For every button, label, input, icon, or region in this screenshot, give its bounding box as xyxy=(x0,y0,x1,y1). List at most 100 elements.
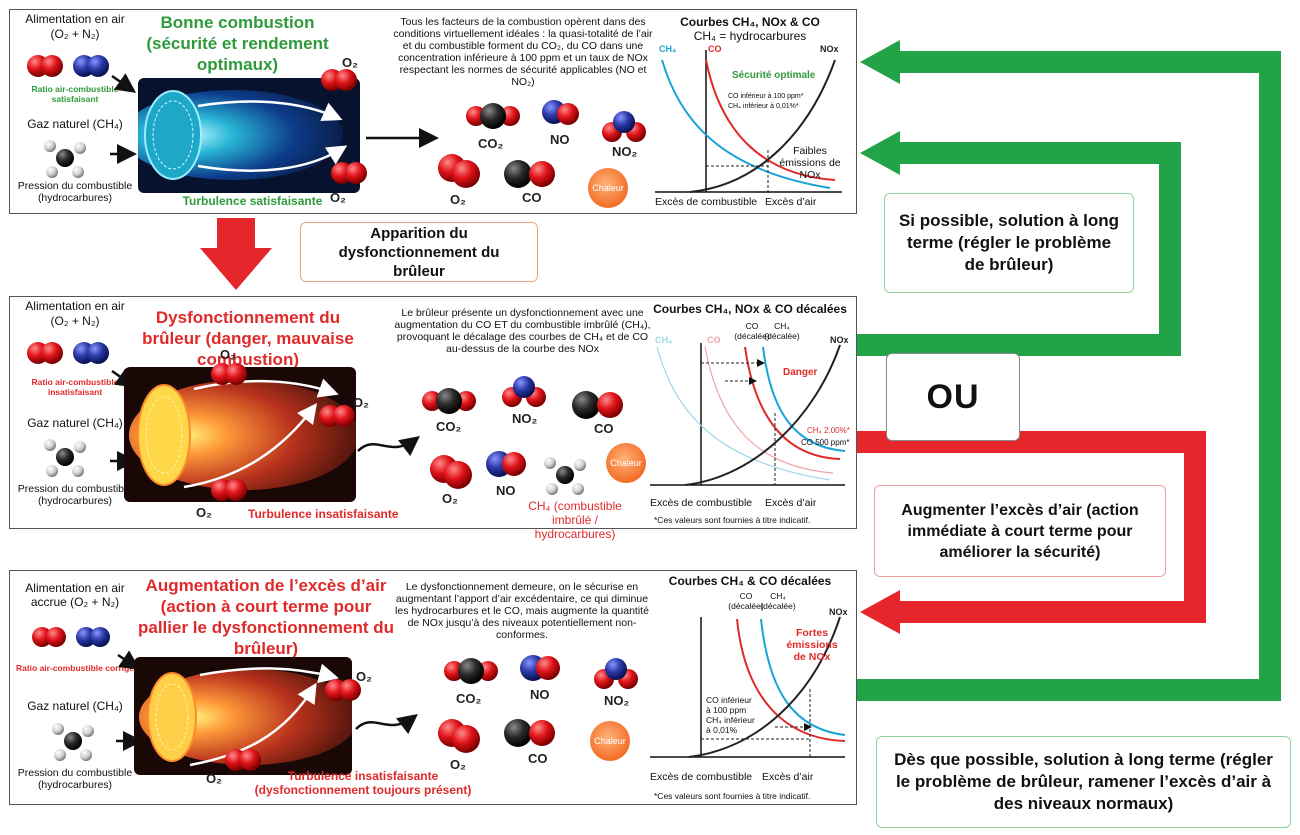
flame-orange xyxy=(134,657,352,775)
ch4-curve-original xyxy=(656,346,831,481)
panel-burner-malfunction: Alimentation en air (O₂ + N₂) Ratio air-… xyxy=(9,296,857,541)
air-molecules-icon xyxy=(27,55,109,77)
co-curve-label: CO xyxy=(708,44,722,54)
air-molecules-icon xyxy=(27,342,109,364)
heat-icon: Chaleur xyxy=(606,443,646,483)
panel-increased-excess-air: Alimentation en air accrue (O₂ + N₂) Rat… xyxy=(9,570,857,805)
methane-molecule-icon xyxy=(52,723,94,761)
o2-label: O₂ xyxy=(450,757,466,772)
xlabel-left: Excès de combustible xyxy=(650,497,753,509)
no-molecule-icon xyxy=(542,100,579,125)
methane-molecule-icon xyxy=(44,140,86,178)
no2-molecule-icon xyxy=(602,111,646,142)
note-co: CO 500 ppm* xyxy=(801,438,849,447)
green-arrowhead-top xyxy=(860,40,900,84)
ratio-label: Ratio air-combustible satisfaisant xyxy=(31,84,119,104)
no-label: NO xyxy=(530,687,550,702)
heat-icon: Chaleur xyxy=(588,168,628,208)
chart-title: Courbes CH₄ & CO décalées xyxy=(668,574,832,588)
panel-title: Bonne combustion (sécurité et rendement … xyxy=(146,13,329,74)
co-label: CO xyxy=(528,751,548,766)
flame-orange xyxy=(124,367,356,502)
chart-title: Courbes CH₄, NOx & CO xyxy=(680,15,820,29)
co-label: CO xyxy=(522,190,542,205)
note-nox: Faibles émissions de NOx xyxy=(779,145,841,181)
nox-curve xyxy=(684,344,841,486)
gas-label: Gaz naturel (CH₄) xyxy=(27,117,123,131)
callout-long-term: Si possible, solution à long terme (régl… xyxy=(884,193,1134,293)
description: Le brûleur présente un dysfonctionnement… xyxy=(394,307,651,355)
note-ch4: CH₄ inférieur à 0,01%* xyxy=(728,103,799,110)
note-co: CO inférieur à 100 ppm* xyxy=(728,93,804,100)
o2-molecule-flame-top xyxy=(211,363,247,385)
footnote: *Ces valeurs sont fournies à titre indic… xyxy=(654,515,811,525)
co-shifted-label: CO (décalée) xyxy=(728,591,764,611)
o2-molecule-icon xyxy=(438,154,480,188)
no2-label: NO₂ xyxy=(512,411,538,426)
co2-molecule-icon xyxy=(466,103,520,129)
co-curve-shifted xyxy=(736,618,846,742)
air-formula: (O₂ + N₂) xyxy=(50,27,100,41)
air-label: Alimentation en air xyxy=(25,299,125,313)
red-arrowhead xyxy=(860,590,900,634)
air-label: Alimentation en air xyxy=(25,12,125,26)
no2-label: NO₂ xyxy=(612,144,638,159)
no2-molecule-icon xyxy=(594,658,638,689)
turbulence-label: Turbulence satisfaisante xyxy=(182,194,323,208)
input-arrows xyxy=(110,73,137,164)
o2-molecule-icon xyxy=(438,719,480,753)
footnote: *Ces valeurs sont fournies à titre indic… xyxy=(654,791,811,801)
description: Le dysfonctionnement demeure, on le sécu… xyxy=(395,581,649,641)
heat-icon: Chaleur xyxy=(590,721,630,761)
o2-label-top: O₂ xyxy=(342,55,358,70)
o2-label: O₂ xyxy=(450,192,466,207)
o2-molecule-flame-right xyxy=(325,679,361,701)
ch4-molecule-icon xyxy=(544,457,586,495)
nox-curve-label: NOx xyxy=(830,335,849,345)
output-wavy-arrow xyxy=(355,713,418,735)
ch4-curve xyxy=(661,59,831,189)
air-molecules-icon xyxy=(32,627,110,647)
no2-molecule-icon xyxy=(502,376,546,407)
co-shifted-label: CO (décalée) xyxy=(734,321,770,341)
no-molecule-icon xyxy=(520,655,560,681)
o2-label-bottom: O₂ xyxy=(330,190,346,205)
chart-1: CH₄ CO NOx Sécurité optimale CO inférieu… xyxy=(655,44,842,193)
ch4-curve-label: CH₄ xyxy=(659,44,676,54)
pressure-label: Pression du combustible (hydrocarbures) xyxy=(17,180,133,204)
note-ch4: CH₄ 2.00%* xyxy=(807,426,850,435)
co-molecule-icon xyxy=(504,160,555,188)
o2-molecule-top xyxy=(321,69,357,91)
co-curve xyxy=(705,59,836,181)
nox-curve xyxy=(688,616,841,758)
pressure-label: Pression du combustible (hydrocarbures) xyxy=(17,767,133,791)
o2-label-flame-right: O₂ xyxy=(356,669,372,684)
o2-molecule-flame-bottom xyxy=(211,479,247,501)
nox-curve xyxy=(689,59,836,193)
ch4-shifted-label: CH₄ (décalée) xyxy=(760,591,796,611)
xlabel-right: Excès d’air xyxy=(765,497,817,509)
zone-label: Fortes émissions de NOx xyxy=(786,627,838,663)
gas-label: Gaz naturel (CH₄) xyxy=(27,699,123,713)
co2-label: CO₂ xyxy=(478,136,504,151)
zone-label: Sécurité optimale xyxy=(732,70,816,81)
chart-2: CH₄ CO NOx Danger CH₄ 2.00%* CO 500 ppm* xyxy=(650,335,850,486)
xlabel-right: Excès d’air xyxy=(762,771,814,783)
no-label: NO xyxy=(496,483,516,498)
turbulence-label: Turbulence insatisfaisante xyxy=(248,507,399,521)
co-label: CO xyxy=(594,421,614,436)
ch4-shifted-label: CH₄ (décalée) xyxy=(764,321,800,341)
panel-good-combustion: Alimentation en air (O₂ + N₂) Ratio air-… xyxy=(9,9,857,214)
flame-blue xyxy=(138,78,360,193)
air-formula: (O₂ + N₂) xyxy=(50,314,100,328)
description: Tous les facteurs de la combustion opère… xyxy=(393,16,653,88)
co-curve-original xyxy=(704,346,834,474)
panel-title: Augmentation de l’excès d’air (action à … xyxy=(138,576,394,658)
xlabel-left: Excès de combustible xyxy=(655,196,758,208)
ch4-caption: CH₄ (combustible imbrûlé / hydrocarbures… xyxy=(528,499,622,541)
output-wavy-arrow xyxy=(357,435,420,457)
nox-curve-label: NOx xyxy=(820,44,839,54)
o2-label-flame-bottom: O₂ xyxy=(206,771,222,786)
co2-label: CO₂ xyxy=(436,419,462,434)
